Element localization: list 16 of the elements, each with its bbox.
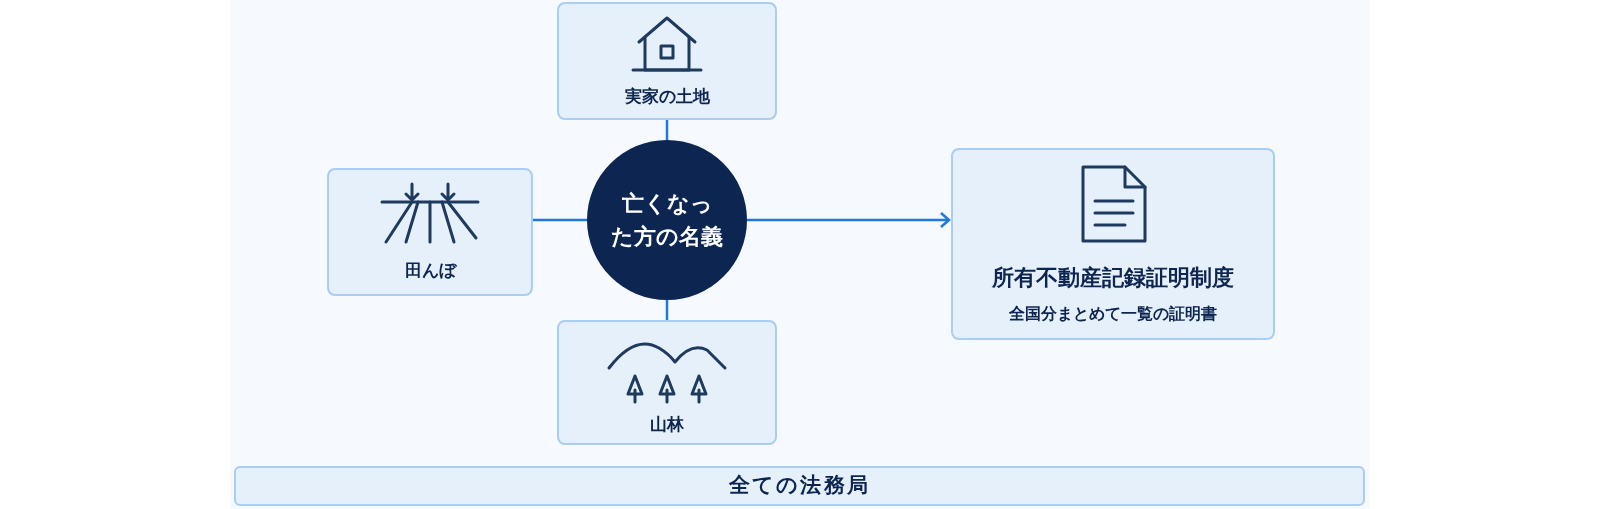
band-label: 全ての法務局 xyxy=(729,472,870,500)
property-card xyxy=(557,2,777,120)
property-card xyxy=(557,320,777,445)
card-title: 所有不動産記録証明制度 xyxy=(992,263,1234,292)
bottom-band xyxy=(234,466,1365,506)
property-card xyxy=(327,168,533,296)
card-title: 実家の土地 xyxy=(624,85,710,109)
connector-line xyxy=(665,120,669,140)
arrow xyxy=(747,211,951,229)
connector-line xyxy=(533,218,587,222)
card-subtitle: 全国分まとめて一覧の証明書 xyxy=(1009,302,1217,325)
card-title: 田んぼ xyxy=(404,259,456,283)
connector-line xyxy=(665,300,669,320)
card-title: 山林 xyxy=(650,412,684,436)
certificate-card xyxy=(951,148,1275,340)
circle-label: 亡くなった方の名義 xyxy=(611,190,723,251)
